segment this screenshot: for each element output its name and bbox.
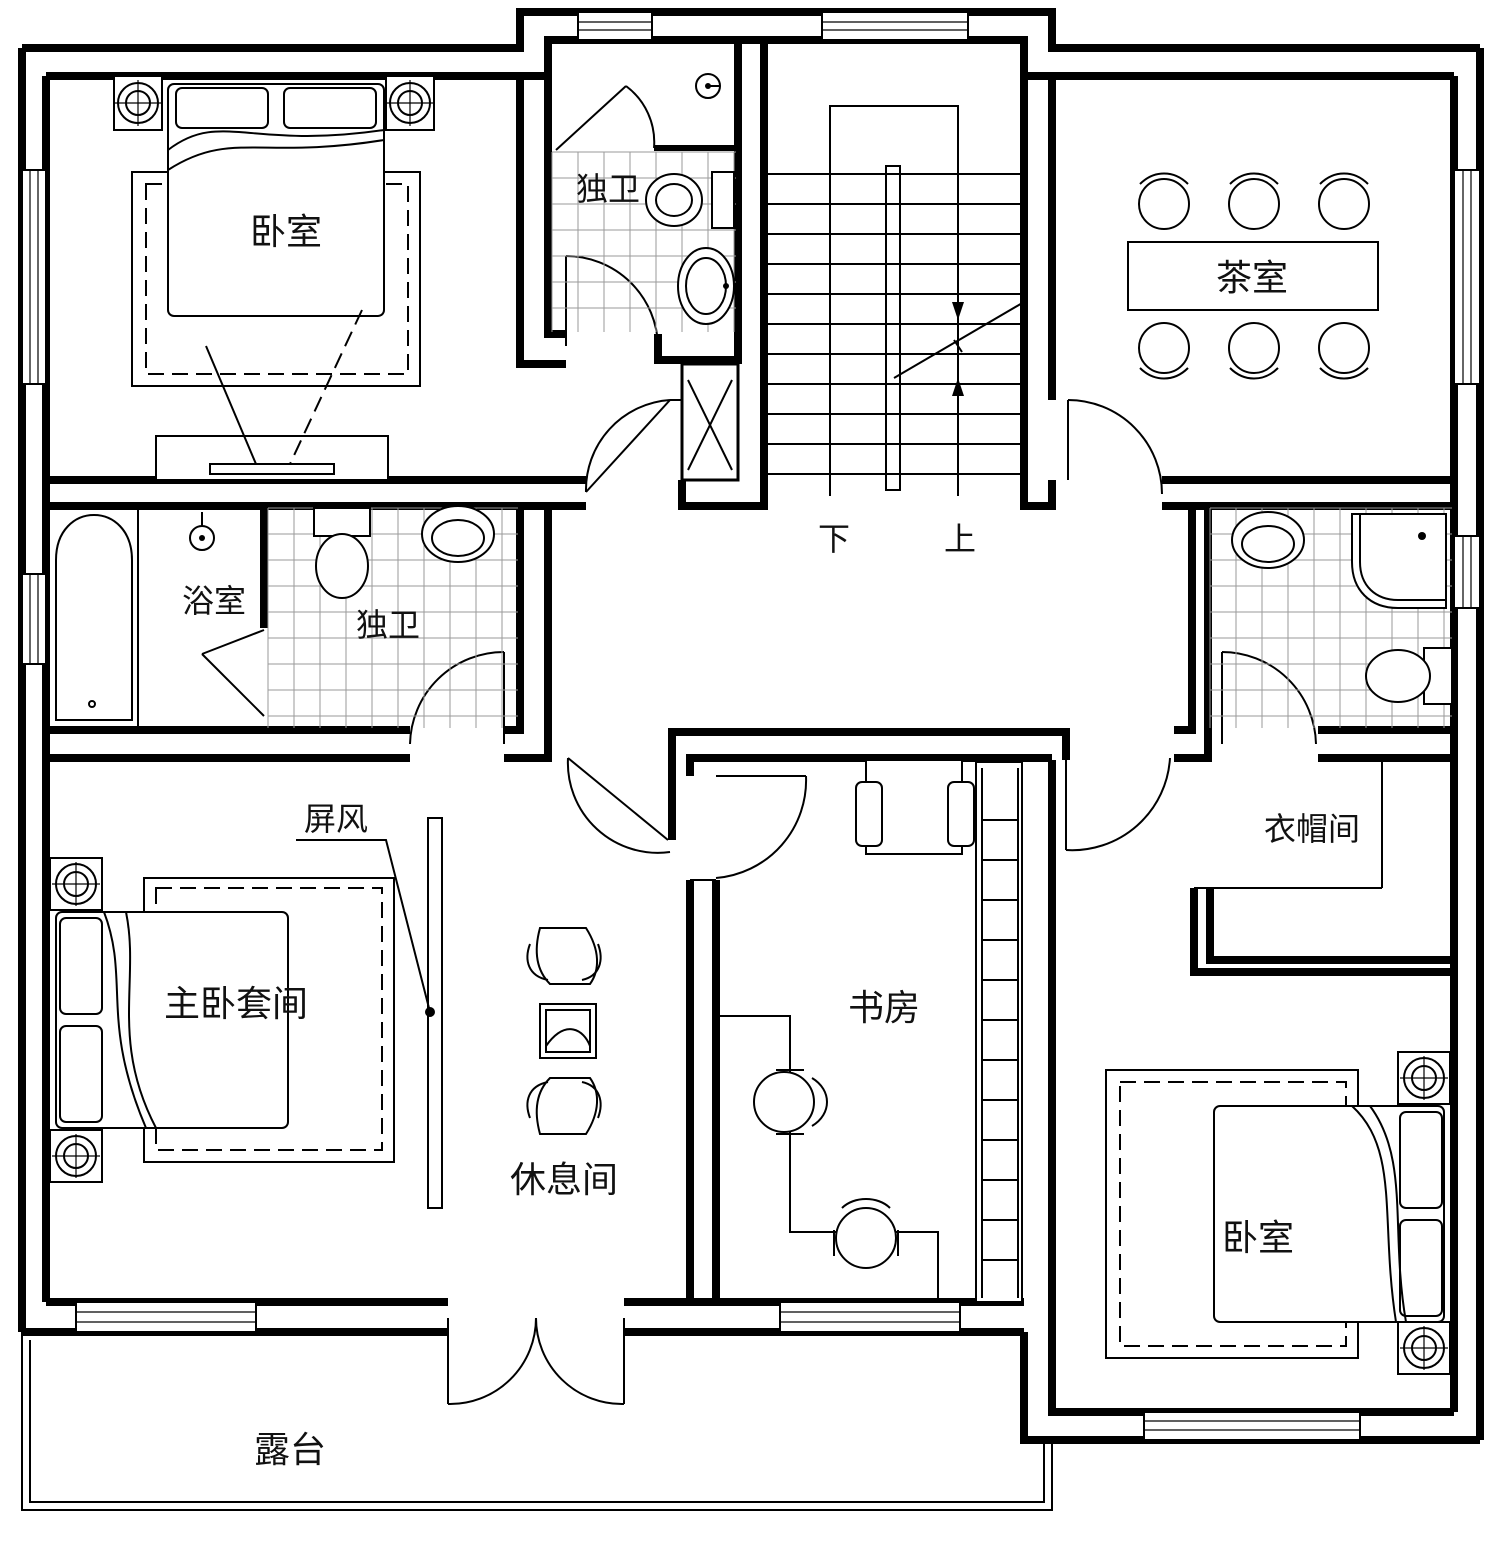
- nightstand-lamp-icon: [113, 75, 163, 131]
- chair-icon: [1318, 322, 1370, 380]
- chair-icon: [1228, 322, 1280, 380]
- chair-icon: [753, 1069, 828, 1135]
- right-bath-fixtures: [1231, 511, 1453, 705]
- nightstand-lamp-icon: [1397, 1321, 1451, 1375]
- chair-icon: [1228, 172, 1280, 230]
- label-screen: 屏风: [304, 800, 368, 838]
- toilet-top-fixtures: [645, 73, 738, 471]
- label-lounge: 休息间: [510, 1160, 618, 1201]
- nightstand-lamp-icon: [49, 857, 103, 911]
- bathtub-icon: [55, 514, 133, 721]
- label-master-suite: 主卧套间: [164, 984, 308, 1025]
- bathroom-fixtures: [55, 505, 495, 728]
- label-bedroom-nw: 卧室: [250, 212, 322, 253]
- chair-icon: [1138, 322, 1190, 380]
- label-terrace: 露台: [254, 1430, 326, 1471]
- nightstand-lamp-icon: [49, 1129, 103, 1183]
- terrace: [21, 1332, 1053, 1511]
- chair-icon: [833, 1198, 899, 1269]
- sink-icon: [677, 247, 735, 325]
- label-stair-up: 上: [944, 520, 976, 558]
- bedroom-se-furniture: [1105, 1051, 1451, 1375]
- label-bedroom-se: 卧室: [1222, 1218, 1294, 1259]
- doors: [201, 85, 1317, 1406]
- label-study: 书房: [848, 988, 920, 1029]
- interior-walls: [46, 40, 1454, 1302]
- master-suite-furniture: [49, 817, 602, 1209]
- room-labels: 卧室 独卫 茶室 浴室 独卫 下 上 屏风 主卧套间 休息间 书房 衣帽间 卧室…: [164, 170, 1360, 1471]
- armchair-icon: [526, 1077, 602, 1135]
- bedroom-nw-furniture: [113, 75, 435, 481]
- toilet-icon: [313, 507, 371, 599]
- label-toilet-top: 独卫: [576, 170, 640, 208]
- label-bathroom: 浴室: [182, 582, 246, 620]
- nightstand-lamp-icon: [1397, 1051, 1451, 1105]
- bathroom-tiles: [267, 151, 1452, 728]
- toilet-icon: [645, 171, 735, 229]
- tea-room-furniture: [1127, 172, 1379, 380]
- study-furniture: [718, 759, 1023, 1303]
- label-tea-room: 茶室: [1216, 258, 1288, 299]
- nightstand-lamp-icon: [385, 75, 435, 131]
- toilet-icon: [1365, 647, 1453, 705]
- windows: [21, 11, 1481, 1441]
- armchair-icon: [526, 927, 602, 985]
- chair-icon: [1318, 172, 1370, 230]
- shower-icon: [1351, 513, 1447, 609]
- label-wardrobe: 衣帽间: [1264, 810, 1360, 848]
- sink-icon: [1231, 511, 1305, 569]
- label-toilet-mid: 独卫: [356, 606, 420, 644]
- label-stair-down: 下: [818, 520, 850, 558]
- staircase: [768, 105, 1025, 496]
- sink-icon: [421, 505, 495, 563]
- chair-icon: [1138, 172, 1190, 230]
